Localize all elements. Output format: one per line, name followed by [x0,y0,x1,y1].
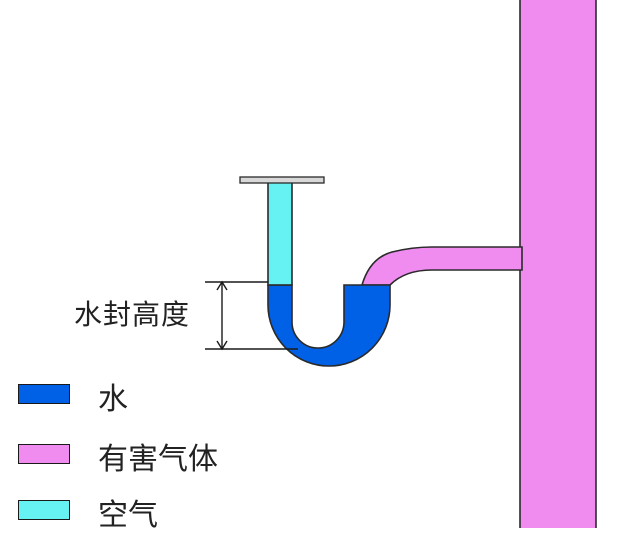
drain-grate [239,176,325,184]
u-bend-water [267,284,391,367]
branch-pipe-gas [360,246,523,286]
legend-swatch-harmful-gas [18,444,70,464]
legend-label-harmful-gas: 有害气体 [98,442,218,477]
drain-stack [519,0,597,528]
legend-swatch-water [18,384,70,404]
seal-height-label: 水封高度 [74,298,191,331]
seal-height-dimension [205,280,298,351]
legend-label-air: 空气 [98,498,158,533]
legend-swatch-air [18,500,70,520]
legend-label-water: 水 [98,382,128,417]
inlet-pipe-air [267,181,293,286]
